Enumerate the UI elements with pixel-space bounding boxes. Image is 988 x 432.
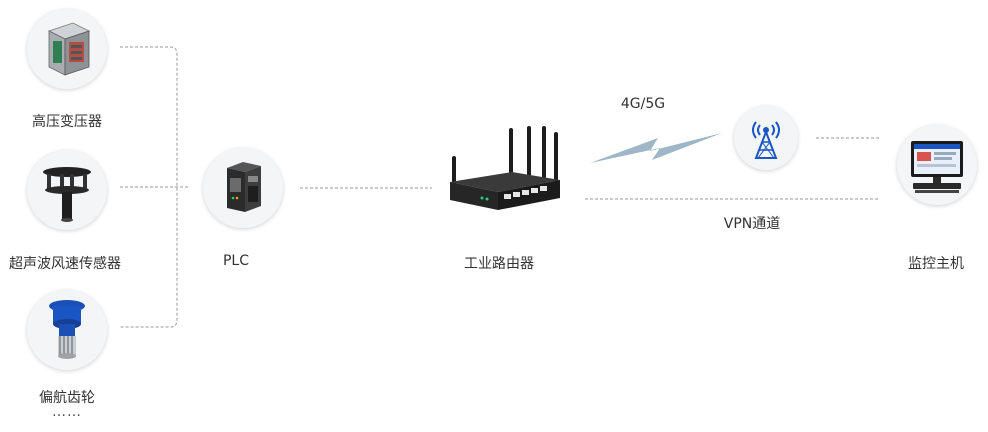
transformer-icon (47, 22, 91, 76)
router-node[interactable] (442, 120, 562, 220)
transformer-node[interactable] (27, 9, 107, 89)
lightning-link-icon (590, 133, 722, 163)
sensor-label-transformer: 高压变压器 (32, 114, 102, 130)
host-node[interactable] (897, 125, 977, 205)
tower-node[interactable] (734, 106, 798, 170)
plc-node[interactable] (203, 148, 283, 228)
sensor-label-yaw-gear: 偏航齿轮 (39, 390, 95, 406)
yaw-gear-node[interactable] (27, 290, 107, 370)
yaw-gear-icon (49, 300, 85, 359)
sensor-label-anemometer: 超声波风速传感器 (9, 256, 121, 272)
anemometer-node[interactable] (27, 150, 107, 230)
host-label: 监控主机 (908, 256, 964, 272)
vpn-label: VPN通道 (723, 216, 781, 232)
monitor-host-icon (911, 141, 963, 193)
bracket-line (120, 46, 178, 328)
plc-icon (227, 162, 261, 212)
cell-tower-icon (752, 121, 780, 159)
wireless-label: 4G/5G (620, 96, 666, 112)
more-ellipsis: …… (52, 404, 82, 420)
anemometer-icon (43, 167, 91, 222)
plc-label: PLC (222, 253, 250, 269)
industrial-router-icon (450, 126, 560, 210)
router-label: 工业路由器 (464, 256, 534, 272)
